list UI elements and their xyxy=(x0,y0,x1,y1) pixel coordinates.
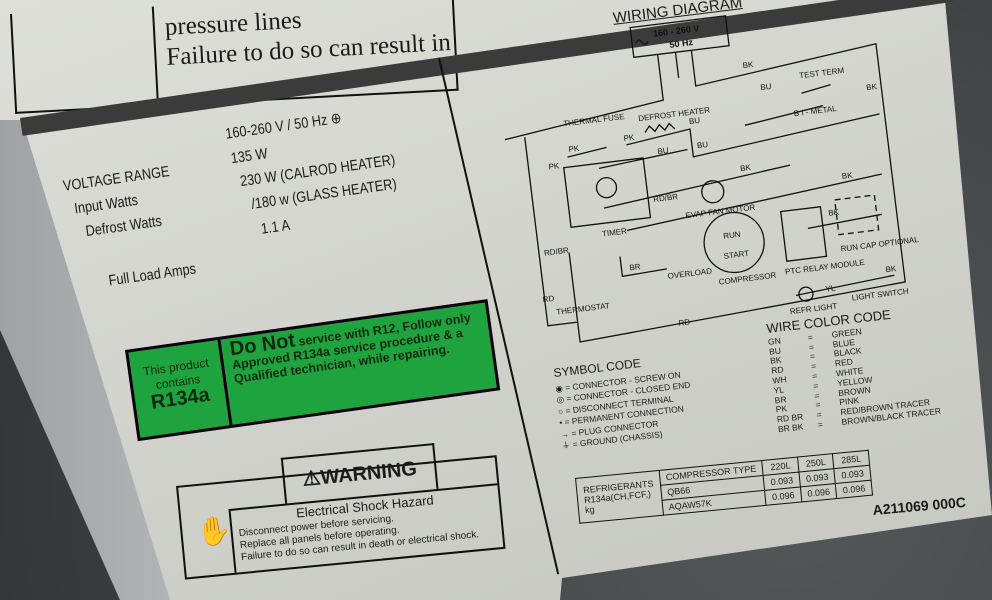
timer-box xyxy=(563,157,652,228)
label-bimetal: B I - METAL xyxy=(793,104,837,118)
closed-end-connector-icon: ◎ xyxy=(556,393,565,405)
wire-tag: BR xyxy=(629,262,641,272)
wire-tag: BK xyxy=(828,207,840,217)
wire-tag: BK xyxy=(740,163,752,173)
wire-tag: PK xyxy=(623,133,635,143)
label-compressor: COMPRESSOR xyxy=(718,271,777,287)
wire-tag: BU xyxy=(760,82,772,92)
label-thermal-fuse: THERMAL FUSE xyxy=(563,112,625,128)
notice-line-1: pressure lines xyxy=(164,6,303,41)
wire-tag: RD xyxy=(542,294,555,304)
label-light-switch: LIGHT SWITCH xyxy=(851,287,909,303)
wire-tag: BK xyxy=(866,82,878,92)
ground-icon: ⏚ xyxy=(561,439,571,451)
plug-connector-icon: → xyxy=(559,428,570,440)
wire-tag: PK xyxy=(548,161,560,171)
wire-tag: RD/BR xyxy=(653,192,679,204)
screw-connector-icon: ◉ xyxy=(554,382,564,394)
wire-tag: BU xyxy=(657,146,669,156)
table-cell: 0.096 xyxy=(764,486,802,506)
timer-motor-icon xyxy=(595,177,618,199)
label-run: RUN xyxy=(723,230,742,241)
wire-tag: BK xyxy=(885,264,897,274)
compressor-icon xyxy=(703,211,765,274)
supply-frequency: 50 Hz xyxy=(669,37,694,50)
wire-tag: BK xyxy=(742,60,754,70)
sticker-r134a: R134a xyxy=(149,383,212,414)
ptc-relay-box xyxy=(779,205,828,262)
label-overload: OVERLOAD xyxy=(667,266,712,280)
table-cell: 0.096 xyxy=(835,480,873,499)
disconnect-terminal-icon: ○ xyxy=(557,405,564,417)
table-cell: 0.096 xyxy=(800,483,838,502)
ac-symbol-icon xyxy=(635,39,649,46)
wire-tag: BU xyxy=(697,140,709,150)
wire-tag: BU xyxy=(689,116,701,126)
hand-shock-icon: ✋ xyxy=(195,513,233,549)
wire-tag: PK xyxy=(568,144,580,154)
wire-tag: BK xyxy=(841,171,853,181)
permanent-connection-icon: • xyxy=(558,417,563,428)
power-supply-box xyxy=(629,15,730,59)
label-evap-fan: EVAP FAN MOTOR xyxy=(685,203,756,221)
refr-light-icon xyxy=(798,286,814,302)
label-start: START xyxy=(723,249,750,261)
wire-tag: RD xyxy=(678,317,691,327)
label-thermostat: THERMOSTAT xyxy=(556,301,611,317)
wiring-diagram: 160 - 260 V 50 Hz THERMAL FUSE DEFROST H… xyxy=(504,15,920,343)
wire-tag: YL xyxy=(825,283,836,293)
warning-triangle-icon: ⚠ xyxy=(301,467,322,491)
symbol-code: SYMBOL CODE ◉ = CONNECTOR - SCREW ON ◎ =… xyxy=(553,353,696,452)
run-cap-box xyxy=(833,194,880,236)
evap-fan-motor-icon xyxy=(701,180,725,204)
table-row-header: REFRIGERANTS R134a(CH,FCF,) kg xyxy=(575,470,663,524)
warning-title: WARNING xyxy=(319,457,418,490)
label-timer: TIMER xyxy=(602,227,628,239)
label-test-term: TEST TERM xyxy=(799,66,845,80)
defrost-heater-icon xyxy=(644,122,676,133)
wire-tag: RD/BR xyxy=(543,246,569,258)
